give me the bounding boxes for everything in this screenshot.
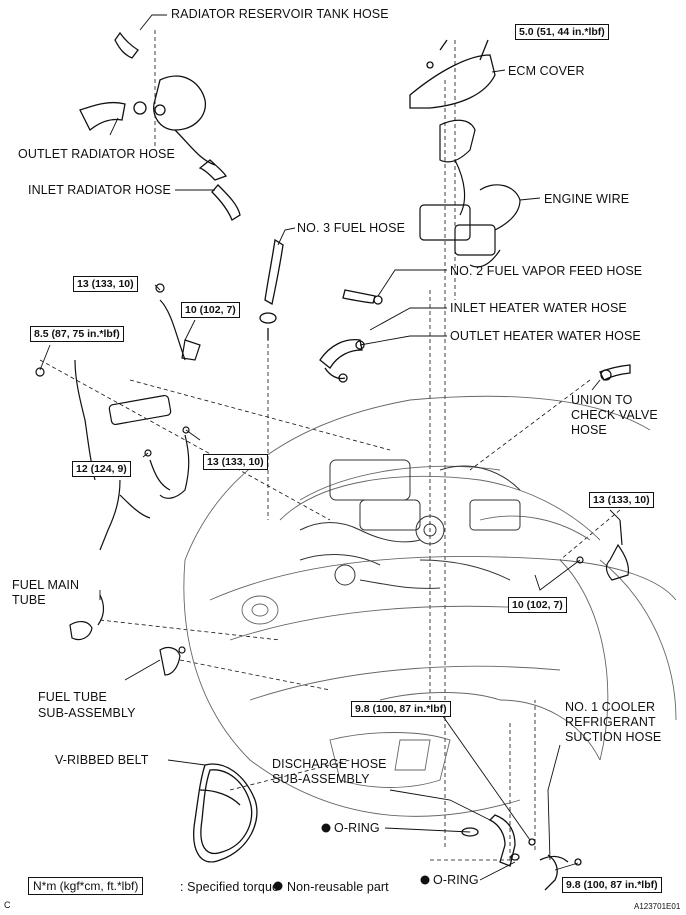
corner-letter: C	[4, 900, 11, 910]
label-fuel-main-tube-1: FUEL MAIN	[12, 578, 80, 592]
engine-wire-part	[419, 119, 521, 268]
label-no1-cooler-3: SUCTION HOSE	[565, 730, 662, 744]
no3-fuel-hose-part	[259, 238, 284, 340]
label-union-line-2: CHECK VALVE	[571, 408, 658, 422]
label-discharge-hose-2: SUB-ASSEMBLY	[272, 772, 370, 786]
heater-hoses-part	[319, 289, 383, 383]
figure-id: A123701E01	[634, 902, 681, 911]
torque-10-upper-left: 10 (102, 7)	[181, 302, 240, 318]
non-reusable-dot-1	[321, 823, 331, 833]
label-ecm-cover: ECM COVER	[508, 64, 585, 78]
leader-lines	[39, 14, 621, 881]
radiator-hoses	[79, 31, 241, 221]
left-harness-parts	[35, 283, 201, 551]
label-no1-cooler-2: REFRIGERANT	[565, 715, 656, 729]
label-fuel-main-tube-2: TUBE	[12, 593, 46, 607]
label-fuel-tube-1: FUEL TUBE	[38, 690, 107, 704]
label-union-line-1: UNION TO	[571, 393, 633, 407]
torque-9-8-discharge: 9.8 (100, 87 in.*lbf)	[351, 701, 451, 717]
non-reusable-dot-2	[420, 875, 430, 885]
label-outlet-radiator-hose: OUTLET RADIATOR HOSE	[18, 147, 175, 161]
label-engine-wire: ENGINE WIRE	[544, 192, 630, 206]
label-no1-cooler-1: NO. 1 COOLER	[565, 700, 656, 714]
legend-non-reusable-text: Non-reusable part	[287, 880, 389, 894]
legend-specified-torque-text: : Specified torque	[180, 880, 280, 894]
label-v-ribbed-belt: V-RIBBED BELT	[55, 753, 149, 767]
ecm-cover-part	[409, 39, 496, 109]
label-o-ring-1: O-RING	[334, 821, 380, 835]
label-no2-fuel-vapor-feed-hose: NO. 2 FUEL VAPOR FEED HOSE	[450, 264, 643, 278]
v-ribbed-belt-part	[193, 763, 258, 863]
torque-13-upper-left: 13 (133, 10)	[73, 276, 138, 292]
label-no3-fuel-hose: NO. 3 FUEL HOSE	[297, 221, 406, 235]
label-fuel-tube-2: SUB-ASSEMBLY	[38, 706, 136, 720]
union-hose-part	[599, 364, 631, 381]
torque-12-left: 12 (124, 9)	[72, 461, 131, 477]
right-harness-part	[576, 519, 630, 581]
fuel-tube-parts	[69, 594, 186, 676]
label-inlet-heater-water-hose: INLET HEATER WATER HOSE	[450, 301, 627, 315]
torque-10-right: 10 (102, 7)	[508, 597, 567, 613]
engine-components	[299, 459, 521, 589]
label-inlet-radiator-hose: INLET RADIATOR HOSE	[28, 183, 171, 197]
label-o-ring-2: O-RING	[433, 873, 479, 887]
torque-13-right: 13 (133, 10)	[589, 492, 654, 508]
assembly-dashed-lines	[39, 30, 621, 861]
legend-non-reusable-dot	[273, 881, 283, 891]
label-outlet-heater-water-hose: OUTLET HEATER WATER HOSE	[450, 329, 641, 343]
torque-ecm-cover: 5.0 (51, 44 in.*lbf)	[515, 24, 609, 40]
vehicle-body-outline	[183, 395, 677, 817]
torque-8-5-left: 8.5 (87, 75 in.*lbf)	[30, 326, 124, 342]
label-radiator-reservoir-tank-hose: RADIATOR RESERVOIR TANK HOSE	[171, 7, 389, 21]
legend-torque-unit-box: N*m (kgf*cm, ft.*lbf)	[28, 877, 144, 895]
torque-9-8-suction: 9.8 (100, 87 in.*lbf)	[562, 877, 662, 893]
label-union-line-3: HOSE	[571, 423, 607, 437]
torque-13-middle-left: 13 (133, 10)	[203, 454, 268, 470]
label-discharge-hose-1: DISCHARGE HOSE	[272, 757, 387, 771]
